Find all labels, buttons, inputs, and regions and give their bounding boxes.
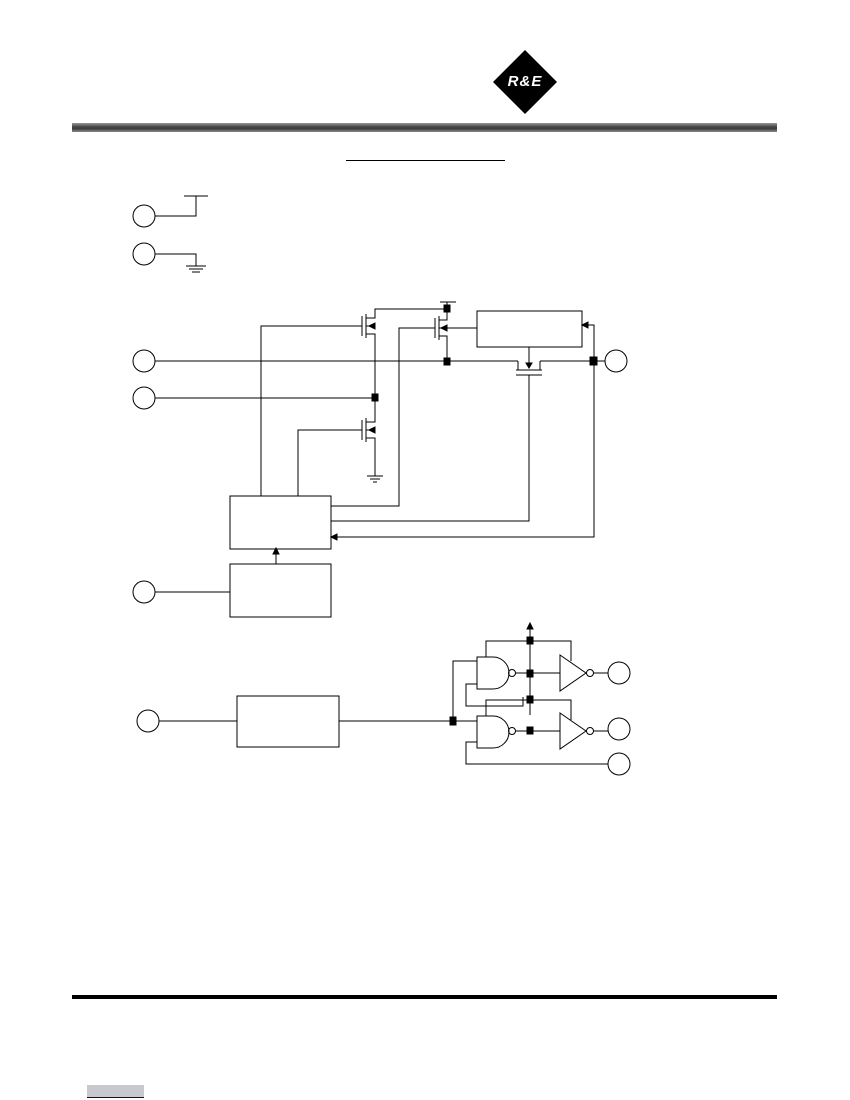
input-pin-a bbox=[132, 349, 156, 373]
vdd-wire bbox=[155, 196, 197, 217]
junction-node bbox=[526, 636, 534, 645]
gate-driver-section bbox=[132, 301, 628, 618]
header-bar bbox=[72, 123, 777, 132]
output-pin-2 bbox=[607, 717, 631, 741]
junction-node bbox=[449, 716, 457, 726]
up-arrow-icon bbox=[272, 546, 280, 555]
output-buffer-1 bbox=[559, 654, 587, 692]
junction-node bbox=[443, 357, 451, 366]
oscillator-block bbox=[229, 563, 332, 618]
gnd-pin bbox=[132, 242, 156, 266]
nand-gate-1 bbox=[476, 656, 510, 690]
input-pin-d bbox=[136, 709, 160, 733]
sense-arrow-icon bbox=[580, 321, 589, 329]
vdd-pin-group bbox=[132, 195, 208, 228]
junction-node bbox=[443, 304, 451, 313]
page-link-underline bbox=[87, 1097, 144, 1098]
junction-node bbox=[526, 669, 534, 678]
ctrl-wire-1 bbox=[260, 325, 362, 496]
company-logo: R&E bbox=[493, 50, 557, 114]
nand-gate-2 bbox=[476, 715, 510, 749]
feedback-wire bbox=[336, 361, 595, 538]
inverter-bubble bbox=[508, 669, 516, 677]
page-link-box[interactable] bbox=[87, 1085, 144, 1097]
feedback-arrow-icon bbox=[329, 533, 338, 541]
output-buffer-2 bbox=[559, 712, 587, 750]
output-pin bbox=[604, 349, 628, 373]
sense-block bbox=[476, 310, 583, 348]
gnd-wire bbox=[155, 253, 197, 266]
ctrl-wire-3 bbox=[331, 327, 435, 507]
pass-arrow-icon bbox=[525, 362, 533, 369]
ctrl-wire-2 bbox=[297, 429, 362, 496]
junction-node bbox=[371, 393, 379, 402]
junction-node bbox=[526, 695, 534, 704]
ctrl-wire-4 bbox=[331, 375, 530, 522]
enable-pin bbox=[607, 752, 631, 776]
vdd-arrow-icon bbox=[526, 621, 534, 630]
input-pin-c bbox=[132, 580, 156, 604]
input-pin-b bbox=[132, 386, 156, 410]
inverter-bubble bbox=[508, 727, 516, 735]
junction-node bbox=[526, 726, 534, 735]
junction-node bbox=[589, 356, 598, 366]
logo-text: R&E bbox=[507, 73, 543, 90]
gnd-pin-group bbox=[132, 242, 206, 273]
output-gate-section bbox=[136, 621, 631, 776]
control-logic-block bbox=[229, 495, 332, 550]
title-underline bbox=[346, 160, 505, 161]
footer-rule bbox=[72, 995, 777, 999]
input-buffer-block bbox=[236, 695, 340, 748]
vdd-pin bbox=[132, 204, 156, 228]
output-pin-1 bbox=[607, 661, 631, 685]
logo-diamond-icon bbox=[493, 50, 557, 114]
